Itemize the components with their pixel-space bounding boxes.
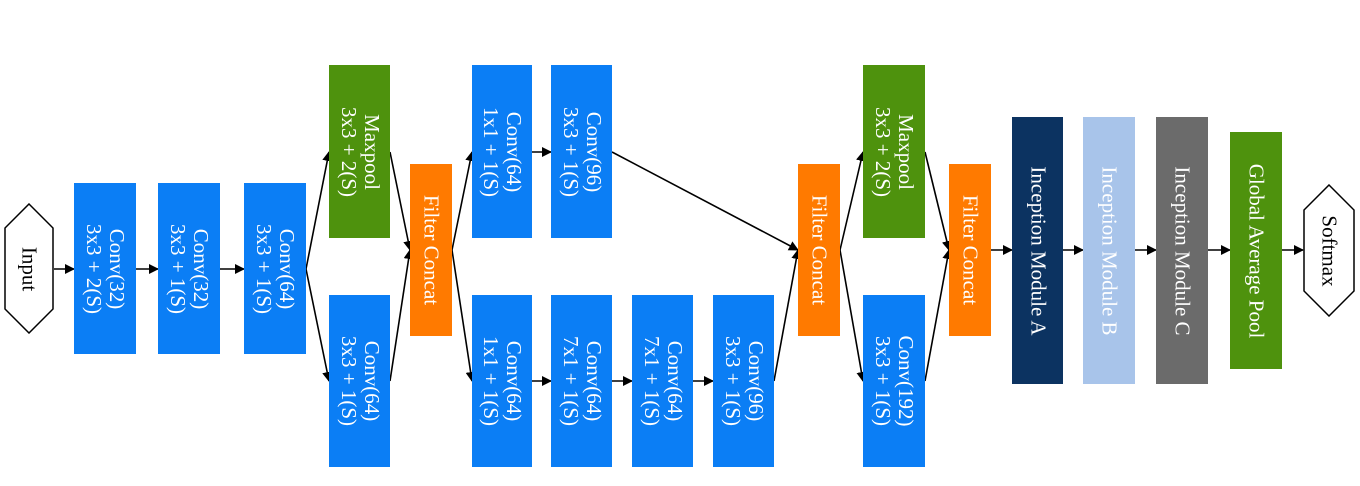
arrow-conv4-concat1	[389, 249, 414, 382]
filter-concat-3-label: Filter Concat	[958, 194, 983, 306]
inception-module-c-label: Inception Module C	[1170, 165, 1195, 336]
softmax-hexagon-shape	[1303, 184, 1355, 317]
input-label: Input	[17, 246, 42, 291]
input-hexagon-shape	[4, 203, 54, 334]
conv5a-title: Conv(64)	[502, 111, 526, 192]
inception-module-c: Inception Module C	[1156, 117, 1208, 384]
conv7-params: 3x3 + 1(S)	[871, 335, 895, 426]
conv3-title: Conv(64)	[275, 228, 299, 309]
conv5b-params: 3x3 + 1(S)	[558, 106, 583, 197]
arrow-conv6d-concat2	[773, 249, 802, 382]
arrow-concat2-maxpool2	[839, 151, 866, 251]
arrow-conv7-concat3	[924, 249, 953, 382]
filter-concat-3: Filter Concat	[949, 164, 991, 336]
conv2-title: Conv(32)	[189, 228, 213, 309]
global-average-pool-label: Global Average Pool	[1244, 163, 1269, 338]
inception-module-a-label: Inception Module A	[1026, 165, 1050, 336]
arrow-conv5b-concat2	[611, 151, 799, 251]
maxpool2-params: 3x3 + 2(S)	[871, 106, 895, 197]
maxpool1-title: Maxpool	[359, 113, 384, 190]
global-average-pool: Global Average Pool	[1230, 132, 1282, 369]
arrow-conv3-conv4	[305, 268, 333, 382]
conv6c-params: 7x1 + 1(S)	[639, 335, 664, 427]
conv3-block: Conv(64)3x3 + 1(S)	[244, 183, 306, 354]
filter-concat-2: Filter Concat	[798, 164, 840, 336]
softmax-label: Softmax	[1317, 214, 1342, 287]
filter-concat-2-label: Filter Concat	[807, 194, 832, 306]
conv6a-params: 1x1 + 1(S)	[479, 335, 503, 427]
arrow-concat1-conv6a	[451, 249, 476, 382]
conv6a-block: Conv(64)1x1 + 1(S)	[472, 295, 532, 467]
conv6d-params: 3x3 + 1(S)	[720, 335, 745, 427]
softmax-node: Softmax	[1303, 184, 1355, 317]
arrow-concat2-conv7	[839, 249, 867, 382]
maxpool2-title: Maxpool	[894, 113, 918, 190]
arrow-maxpool2-concat3	[924, 151, 952, 251]
conv5a-params: 1x1 + 1(S)	[479, 106, 503, 197]
conv6a-title: Conv(64)	[502, 340, 526, 422]
inception-module-b-label: Inception Module B	[1097, 165, 1122, 336]
conv3-params: 3x3 + 1(S)	[252, 223, 276, 314]
conv2-block: Conv(32)3x3 + 1(S)	[158, 183, 220, 354]
conv6c-title: Conv(64)	[662, 340, 687, 422]
conv1-block: Conv(32)3x3 + 2(S)	[74, 183, 136, 354]
arrow-concat1-conv5a	[451, 151, 476, 251]
arrow-conv3-maxpool1	[305, 151, 333, 270]
conv7-block: Conv(192)3x3 + 1(S)	[863, 295, 925, 467]
conv6b-block: Conv(64)7x1 + 1(S)	[551, 295, 612, 467]
conv4-block: Conv(64)3x3 + 1(S)	[329, 295, 390, 467]
conv6b-title: Conv(64)	[581, 340, 606, 422]
conv2-params: 3x3 + 1(S)	[166, 223, 190, 314]
conv7-title: Conv(192)	[894, 335, 918, 427]
conv6d-block: Conv(96)3x3 + 1(S)	[713, 295, 774, 467]
conv6b-params: 7x1 + 1(S)	[558, 335, 583, 427]
conv5b-block: Conv(96)3x3 + 1(S)	[551, 65, 612, 238]
maxpool1-params: 3x3 + 2(S)	[336, 106, 361, 197]
filter-concat-1-label: Filter Concat	[419, 194, 444, 306]
conv6d-title: Conv(96)	[743, 340, 768, 422]
arrow-maxpool1-concat1	[389, 151, 414, 251]
input-node: Input	[4, 203, 54, 334]
conv1-title: Conv(32)	[105, 228, 129, 309]
conv6c-block: Conv(64)7x1 + 1(S)	[632, 295, 693, 467]
inception-module-b: Inception Module B	[1083, 117, 1135, 384]
conv1-params: 3x3 + 2(S)	[82, 223, 106, 314]
filter-concat-1: Filter Concat	[410, 164, 452, 336]
inception-module-a: Inception Module A	[1012, 117, 1063, 384]
conv4-params: 3x3 + 1(S)	[336, 335, 361, 427]
conv5b-title: Conv(96)	[581, 111, 606, 192]
conv5a-block: Conv(64)1x1 + 1(S)	[472, 65, 532, 238]
conv4-title: Conv(64)	[359, 340, 384, 422]
